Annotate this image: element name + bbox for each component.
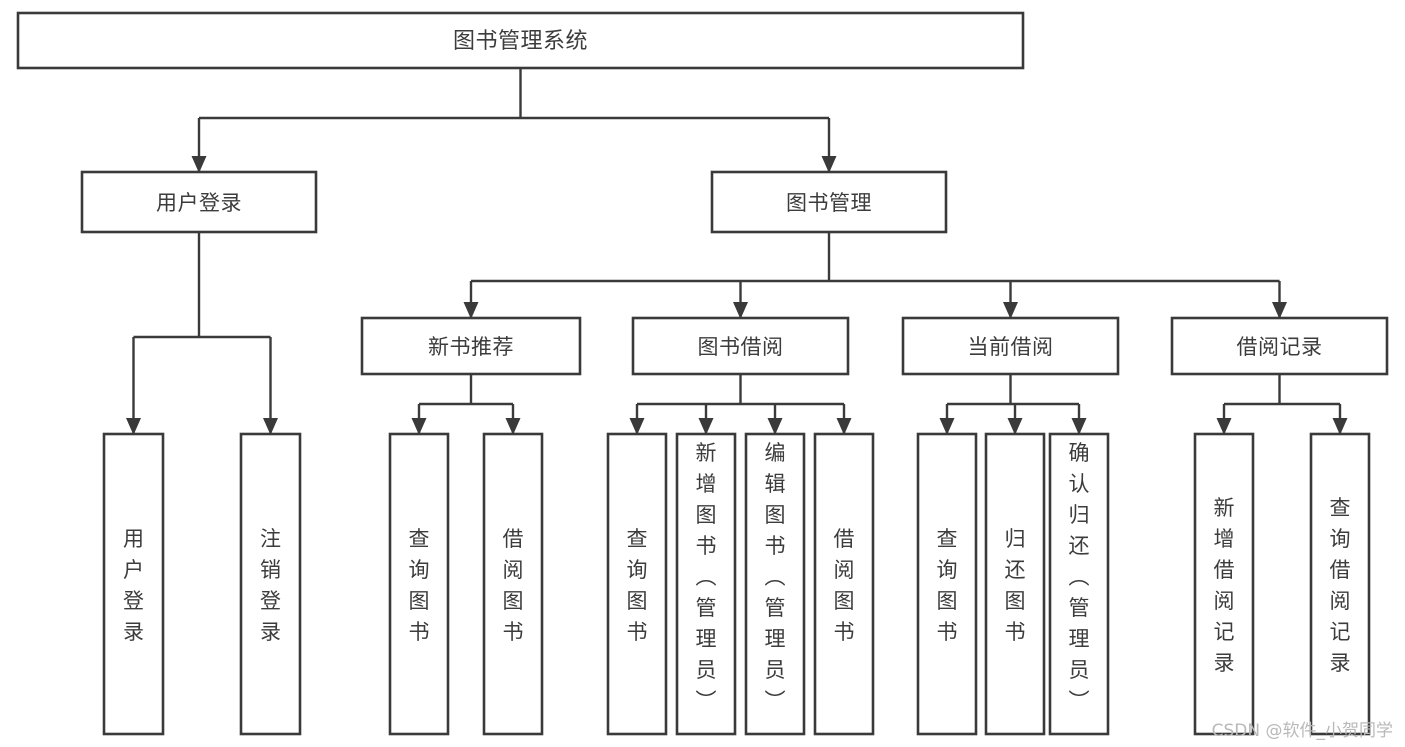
node-leaf-return-book[interactable]: 归还图书 — [984, 432, 1046, 736]
node-label-book-manage: 图书管理 — [786, 191, 872, 215]
node-label-leaf-confirm-return-admin: 确认归还︵管理员︶ — [1069, 441, 1090, 713]
node-box-leaf-query-book-cb — [916, 432, 978, 736]
node-label-leaf-edit-book-admin: 编辑图书︵管理员︶ — [765, 441, 786, 713]
node-borrow-record[interactable]: 借阅记录 — [1170, 316, 1389, 376]
node-box-leaf-query-book-rec — [388, 432, 450, 736]
node-label-borrow-record: 借阅记录 — [1237, 335, 1323, 359]
node-leaf-edit-book-admin[interactable]: 编辑图书︵管理员︶ — [744, 432, 806, 736]
node-label-leaf-borrow-book-rec: 借阅图书 — [503, 527, 524, 644]
node-box-leaf-borrow-book-br — [813, 432, 875, 736]
node-label-leaf-user-login: 用户登录 — [123, 527, 144, 644]
node-leaf-query-book-cb[interactable]: 查询图书 — [916, 432, 978, 736]
node-box-leaf-borrow-book-rec — [482, 432, 544, 736]
node-label-leaf-query-book-br: 查询图书 — [627, 527, 648, 644]
node-root[interactable]: 图书管理系统 — [16, 11, 1025, 70]
node-box-book-borrow — [631, 316, 850, 376]
node-box-leaf-query-borrow-record — [1309, 432, 1371, 736]
node-leaf-user-login[interactable]: 用户登录 — [102, 432, 165, 736]
node-label-new-book-rec: 新书推荐 — [428, 335, 514, 359]
node-label-leaf-add-borrow-record: 新增借阅记录 — [1214, 496, 1235, 675]
node-box-leaf-add-borrow-record — [1193, 432, 1255, 736]
node-box-book-manage — [710, 170, 948, 234]
node-label-current-borrow: 当前借阅 — [968, 335, 1054, 359]
node-leaf-logout[interactable]: 注销登录 — [239, 432, 302, 736]
node-leaf-confirm-return-admin[interactable]: 确认归还︵管理员︶ — [1048, 432, 1110, 736]
node-label-leaf-query-borrow-record: 查询借阅记录 — [1330, 496, 1351, 675]
node-box-root — [16, 11, 1025, 70]
node-leaf-add-borrow-record[interactable]: 新增借阅记录 — [1193, 432, 1255, 736]
node-label-leaf-query-book-cb: 查询图书 — [937, 527, 958, 644]
node-box-leaf-edit-book-admin — [744, 432, 806, 736]
node-label-leaf-borrow-book-br: 借阅图书 — [834, 527, 855, 644]
node-leaf-query-book-rec[interactable]: 查询图书 — [388, 432, 450, 736]
node-leaf-borrow-book-rec[interactable]: 借阅图书 — [482, 432, 544, 736]
nodes-layer: 图书管理系统用户登录图书管理新书推荐图书借阅当前借阅借阅记录用户登录注销登录查询… — [16, 11, 1389, 736]
connectors-layer — [126, 68, 1348, 435]
node-book-borrow[interactable]: 图书借阅 — [631, 316, 850, 376]
node-label-user-login: 用户登录 — [156, 191, 242, 215]
node-box-leaf-add-book-admin — [675, 432, 737, 736]
node-leaf-query-book-br[interactable]: 查询图书 — [606, 432, 668, 736]
node-box-leaf-return-book — [984, 432, 1046, 736]
node-label-root: 图书管理系统 — [453, 29, 588, 54]
node-box-leaf-query-book-br — [606, 432, 668, 736]
node-box-user-login — [80, 170, 318, 234]
node-label-leaf-logout: 注销登录 — [260, 527, 281, 644]
node-box-leaf-user-login — [102, 432, 165, 736]
node-label-leaf-add-book-admin: 新增图书︵管理员︶ — [696, 441, 717, 713]
node-box-borrow-record — [1170, 316, 1389, 376]
node-label-leaf-query-book-rec: 查询图书 — [409, 527, 430, 644]
node-leaf-add-book-admin[interactable]: 新增图书︵管理员︶ — [675, 432, 737, 736]
node-current-borrow[interactable]: 当前借阅 — [901, 316, 1120, 376]
node-label-leaf-return-book: 归还图书 — [1005, 527, 1026, 644]
node-book-manage[interactable]: 图书管理 — [710, 170, 948, 234]
node-label-book-borrow: 图书借阅 — [698, 335, 784, 359]
node-box-leaf-confirm-return-admin — [1048, 432, 1110, 736]
node-user-login[interactable]: 用户登录 — [80, 170, 318, 234]
node-leaf-borrow-book-br[interactable]: 借阅图书 — [813, 432, 875, 736]
node-leaf-query-borrow-record[interactable]: 查询借阅记录 — [1309, 432, 1371, 736]
node-box-new-book-rec — [360, 316, 582, 376]
node-box-current-borrow — [901, 316, 1120, 376]
node-new-book-rec[interactable]: 新书推荐 — [360, 316, 582, 376]
node-box-leaf-logout — [239, 432, 302, 736]
